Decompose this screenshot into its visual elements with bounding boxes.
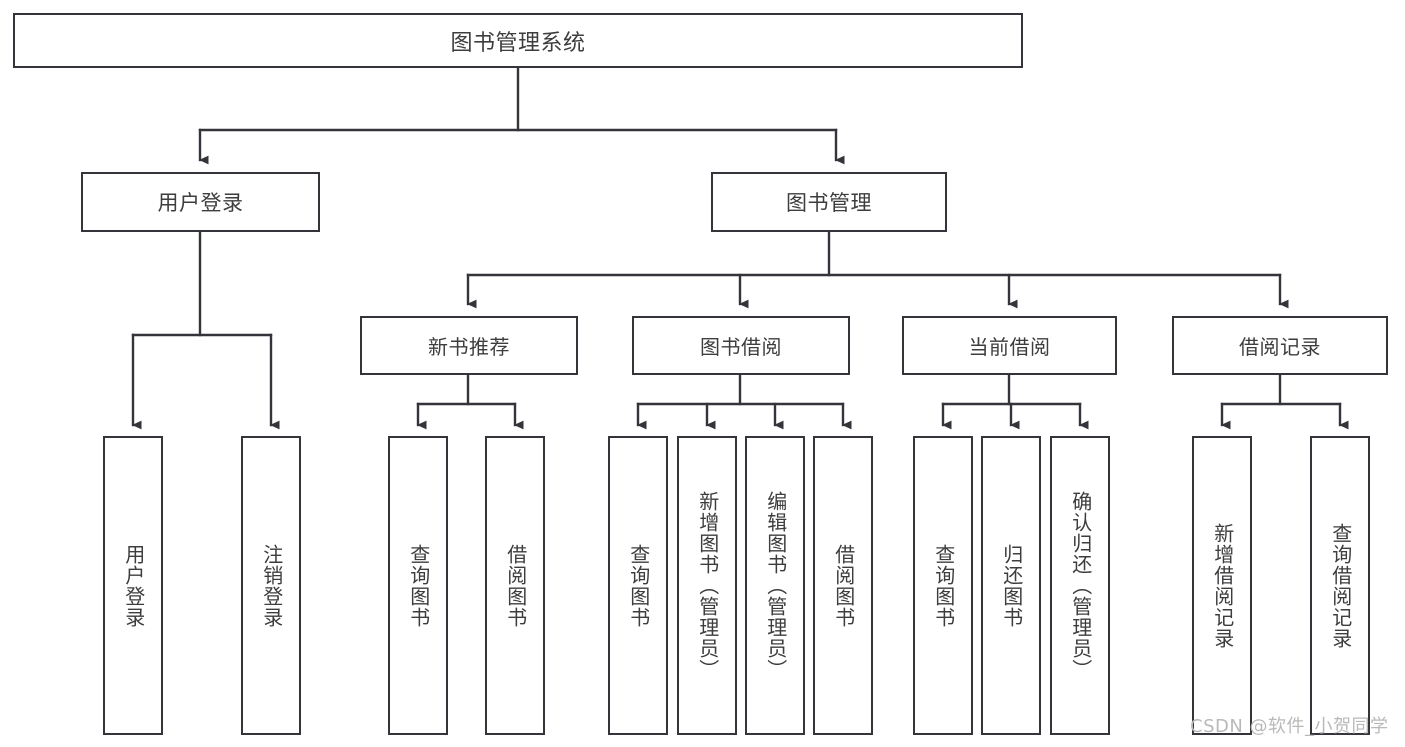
node-label: 查询借阅记录: [1328, 522, 1353, 649]
leaf-query-book-current[interactable]: 查询图书: [913, 436, 973, 735]
node-label: 查询图书: [406, 543, 431, 628]
node-root-system[interactable]: 图书管理系统: [13, 13, 1023, 68]
node-label: 查询图书: [626, 543, 651, 628]
node-label: 用户登录: [121, 543, 146, 628]
leaf-borrow-book-recommend[interactable]: 借阅图书: [485, 436, 545, 735]
node-label: 图书管理: [786, 191, 872, 215]
leaf-return-book[interactable]: 归还图书: [981, 436, 1041, 735]
leaf-add-book[interactable]: 新增图书（管理员）: [677, 436, 737, 735]
node-user-login[interactable]: 用户登录: [81, 172, 320, 232]
leaf-user-login[interactable]: 用户登录: [103, 436, 163, 735]
node-label: 借阅记录: [1239, 335, 1321, 359]
node-label: 注销登录: [259, 543, 284, 628]
node-label: 新书推荐: [428, 335, 510, 359]
node-label: 归还图书: [999, 543, 1024, 628]
node-label: 借阅图书: [503, 543, 528, 628]
node-label: 新增借阅记录: [1210, 522, 1235, 649]
leaf-query-book-borrow[interactable]: 查询图书: [608, 436, 668, 735]
node-current-borrow[interactable]: 当前借阅: [902, 316, 1117, 375]
node-label: 图书管理系统: [450, 30, 586, 56]
leaf-query-book-recommend[interactable]: 查询图书: [388, 436, 448, 735]
leaf-add-borrow-record[interactable]: 新增借阅记录: [1192, 436, 1252, 735]
node-label: 当前借阅: [968, 335, 1051, 359]
node-book-borrow[interactable]: 图书借阅: [632, 316, 850, 375]
node-borrow-record[interactable]: 借阅记录: [1172, 316, 1388, 375]
leaf-logout-login[interactable]: 注销登录: [241, 436, 301, 735]
leaf-edit-book[interactable]: 编辑图书（管理员）: [745, 436, 805, 735]
node-label: 用户登录: [157, 191, 244, 215]
node-label: 查询图书: [931, 543, 956, 628]
node-label: 确认归还（管理员）: [1068, 491, 1093, 680]
leaf-query-borrow-record[interactable]: 查询借阅记录: [1310, 436, 1370, 735]
node-new-book-recommend[interactable]: 新书推荐: [360, 316, 578, 375]
leaf-confirm-return[interactable]: 确认归还（管理员）: [1050, 436, 1110, 735]
node-label: 编辑图书（管理员）: [763, 491, 788, 680]
node-book-manage[interactable]: 图书管理: [711, 172, 947, 232]
node-label: 图书借阅: [700, 335, 782, 359]
node-label: 新增图书（管理员）: [695, 491, 720, 680]
csdn-watermark: CSDN @软件_小贺同学: [1190, 716, 1389, 737]
leaf-borrow-book[interactable]: 借阅图书: [813, 436, 873, 735]
node-label: 借阅图书: [831, 543, 856, 628]
